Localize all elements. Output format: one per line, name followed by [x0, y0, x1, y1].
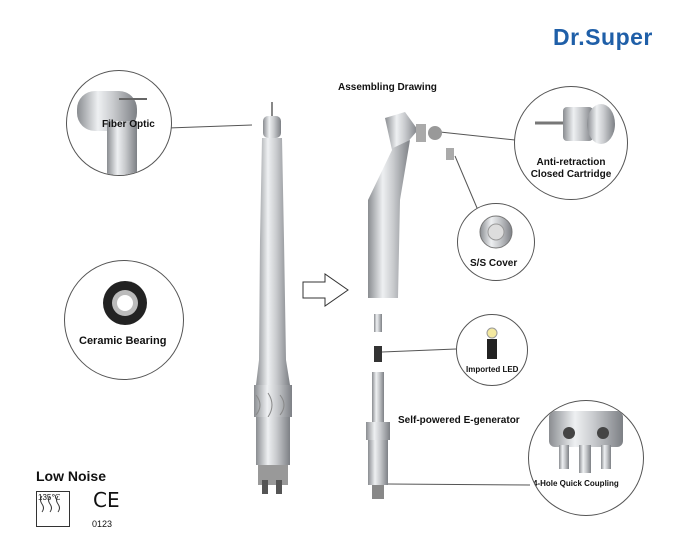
cover-label: S/S Cover — [470, 258, 518, 269]
cover-callout: S/S Cover — [457, 203, 535, 281]
generator-part — [366, 372, 390, 499]
fiber-optic-label: Fiber Optic — [102, 119, 155, 130]
temperature-label: 135℃ — [38, 493, 61, 502]
coupling-label: 4-Hole Quick Coupling — [533, 479, 619, 488]
low-noise-label: Low Noise — [36, 468, 107, 484]
ce-number: 0123 — [92, 519, 113, 529]
ceramic-bearing-label: Ceramic Bearing — [79, 335, 167, 347]
led-label: Imported LED — [466, 365, 519, 374]
brand-logo: Dr.Super — [553, 24, 653, 50]
assembly-handpiece — [368, 112, 454, 298]
cartridge-callout: Anti-retraction Closed Cartridge — [514, 86, 628, 200]
main-handpiece — [254, 102, 292, 494]
assembly-title: Assembling Drawing — [338, 82, 437, 93]
fiber-optic-callout: Fiber Optic — [66, 70, 172, 176]
coupling-callout: 4-Hole Quick Coupling — [528, 400, 644, 516]
cartridge-label-2: Closed Cartridge — [530, 169, 612, 180]
ce-mark: CE — [93, 488, 120, 512]
cartridge-label-1: Anti-retraction — [536, 157, 606, 168]
ceramic-bearing-callout: Ceramic Bearing — [64, 260, 184, 380]
sterilization-badge — [36, 491, 70, 527]
generator-label: Self-powered E-generator — [398, 415, 520, 426]
led-callout: Imported LED — [456, 314, 528, 386]
